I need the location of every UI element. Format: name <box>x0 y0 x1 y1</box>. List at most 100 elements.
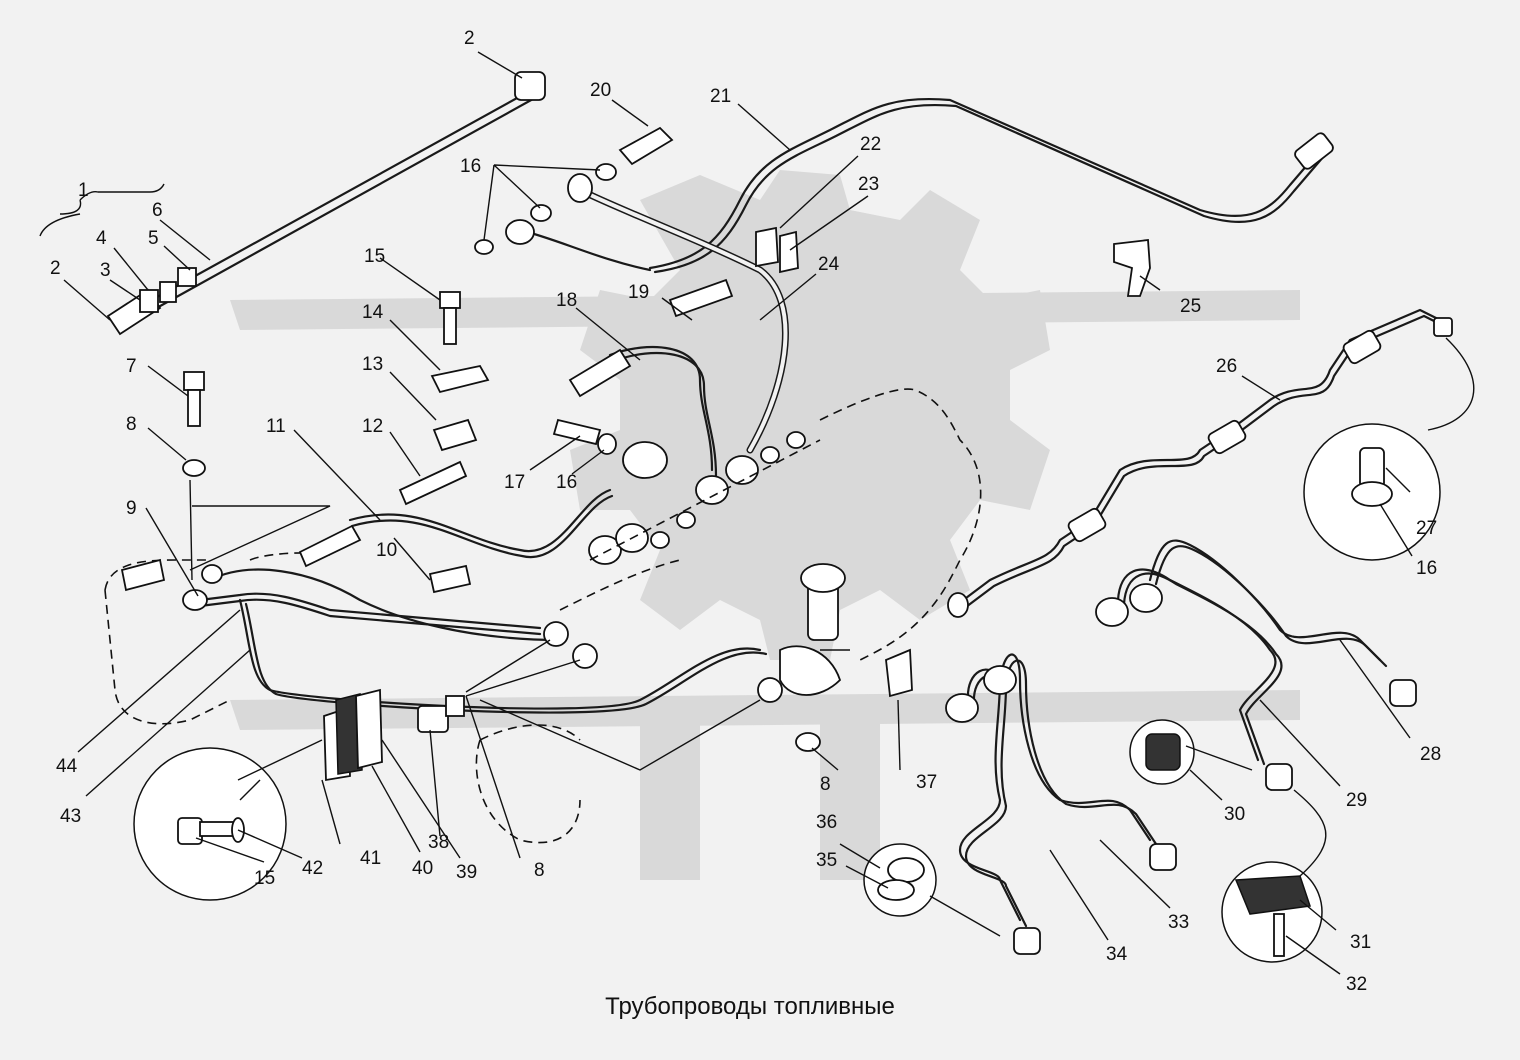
callout-25: 25 <box>1180 296 1201 317</box>
callout-24: 24 <box>818 254 840 275</box>
washer-16-c <box>474 239 494 255</box>
callout-26: 26 <box>1216 356 1237 377</box>
leader-lines <box>39 51 1475 975</box>
top-small-parts <box>474 126 1151 297</box>
callout-31: 31 <box>1350 932 1371 953</box>
washer-16-d <box>597 433 617 455</box>
callout-30: 30 <box>1224 804 1245 825</box>
callout-8-center: 8 <box>820 774 831 795</box>
injector-28 <box>1389 679 1417 707</box>
callout-38: 38 <box>428 832 449 853</box>
callout-21: 21 <box>710 86 731 107</box>
nut-2-top <box>514 71 546 101</box>
callout-20: 20 <box>590 80 611 101</box>
callout-17: 17 <box>504 472 525 493</box>
callout-22: 22 <box>860 134 881 155</box>
clamp-13 <box>432 418 478 452</box>
callout-8-bottom: 8 <box>534 860 545 881</box>
banjo-44 <box>201 564 223 584</box>
nut-24 <box>622 441 668 479</box>
bracket-22 <box>755 226 779 268</box>
fitting-12 <box>398 460 468 506</box>
callout-14: 14 <box>362 302 384 323</box>
callout-42: 42 <box>302 858 323 879</box>
fitting-9 <box>120 558 166 592</box>
callout-5: 5 <box>148 228 159 249</box>
callout-12: 12 <box>362 416 383 437</box>
clamp-10 <box>428 564 472 594</box>
callout-11: 11 <box>266 416 286 437</box>
washer-8 <box>182 459 206 477</box>
bracket-25 <box>1113 238 1151 297</box>
callout-44: 44 <box>56 756 78 777</box>
callout-28: 28 <box>1420 744 1441 765</box>
fitting-5 <box>177 267 197 287</box>
bolt-38-shank <box>445 695 465 717</box>
banjo-left <box>505 219 535 245</box>
washer-16-b <box>530 204 552 222</box>
banjo-8b <box>572 643 598 669</box>
pipe-18-19 <box>568 278 734 479</box>
banjo-top <box>567 173 593 203</box>
clamp-14 <box>430 364 490 394</box>
callout-16: 16 <box>460 156 481 177</box>
callout-9: 9 <box>126 498 137 519</box>
fitting-3 <box>139 289 159 313</box>
callout-4: 4 <box>96 228 107 249</box>
callout-18: 18 <box>556 290 577 311</box>
callout-33: 33 <box>1168 912 1189 933</box>
pump-outlets <box>588 431 821 565</box>
filter-center <box>779 563 913 752</box>
gasket-31 <box>1234 875 1311 915</box>
plate-39 <box>355 688 383 770</box>
bolt-7-head <box>183 371 205 391</box>
banjo-9 <box>182 589 208 611</box>
washer-8-low <box>795 732 821 752</box>
callout-3: 3 <box>100 260 111 281</box>
bolt-17 <box>552 418 602 446</box>
stud-32 <box>1273 913 1285 957</box>
injector-34 <box>1013 927 1041 955</box>
banjo-8a <box>543 621 569 647</box>
filter-insert-30 <box>1145 733 1181 771</box>
callout-10: 10 <box>376 540 397 561</box>
fitting-21-end <box>1294 132 1334 170</box>
callout-23: 23 <box>858 174 879 195</box>
callout-2: 2 <box>464 28 475 49</box>
bolt-15-shank <box>443 307 457 345</box>
fitting-26-end <box>1433 317 1453 337</box>
pipes-left <box>120 488 783 714</box>
injector-29 <box>1265 763 1293 791</box>
pipe-26 <box>947 308 1453 618</box>
pipe-21 <box>648 97 1334 274</box>
callout-29: 29 <box>1346 790 1367 811</box>
engine-outline <box>104 388 982 844</box>
bracket-23 <box>779 230 799 274</box>
detail-circles <box>133 423 1441 963</box>
callout-7: 7 <box>126 356 137 377</box>
callout-1: 1 <box>78 180 89 201</box>
callout-32: 32 <box>1346 974 1367 995</box>
hose-24 <box>505 173 789 454</box>
injector-33 <box>1149 843 1177 871</box>
callout-40: 40 <box>412 858 433 879</box>
callout-35: 35 <box>816 850 837 871</box>
callout-13: 13 <box>362 354 383 375</box>
callout-34: 34 <box>1106 944 1128 965</box>
callout-16-right: 16 <box>1416 558 1437 579</box>
pipe-6-assembly <box>106 71 546 336</box>
callout-15: 15 <box>364 246 385 267</box>
callout-39: 39 <box>456 862 477 883</box>
pad-40 <box>335 693 363 775</box>
bolt-15-head <box>439 291 461 309</box>
callout-2-left: 2 <box>50 258 61 279</box>
filter-base <box>779 645 842 696</box>
callout-19: 19 <box>628 282 649 303</box>
fitting-19 <box>668 278 734 318</box>
callout-41: 41 <box>360 848 381 869</box>
washer-16-a <box>595 163 617 181</box>
bolt-20 <box>618 126 674 166</box>
callout-8: 8 <box>126 414 137 435</box>
left-small-parts <box>182 291 617 594</box>
